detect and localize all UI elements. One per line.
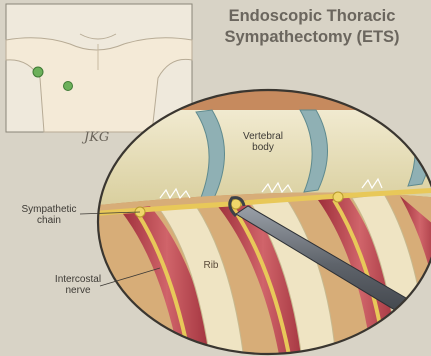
diagram-title: Endoscopic Thoracic Sympathectomy (ETS) [196,6,428,48]
title-line-1: Endoscopic Thoracic [196,6,428,27]
title-line-2: Sympathectomy (ETS) [196,27,428,48]
incision-port-2 [64,82,73,91]
artist-signature: JKG [84,130,109,145]
label-rib: Rib [196,260,226,271]
label-sympathetic-chain: Sympathetic chain [14,204,84,226]
label-intercostal-nerve: Intercostal nerve [48,274,108,296]
label-vertebral-body: Vertebral body [228,131,298,153]
torso-inset [6,4,192,132]
incision-port-1 [33,67,43,77]
